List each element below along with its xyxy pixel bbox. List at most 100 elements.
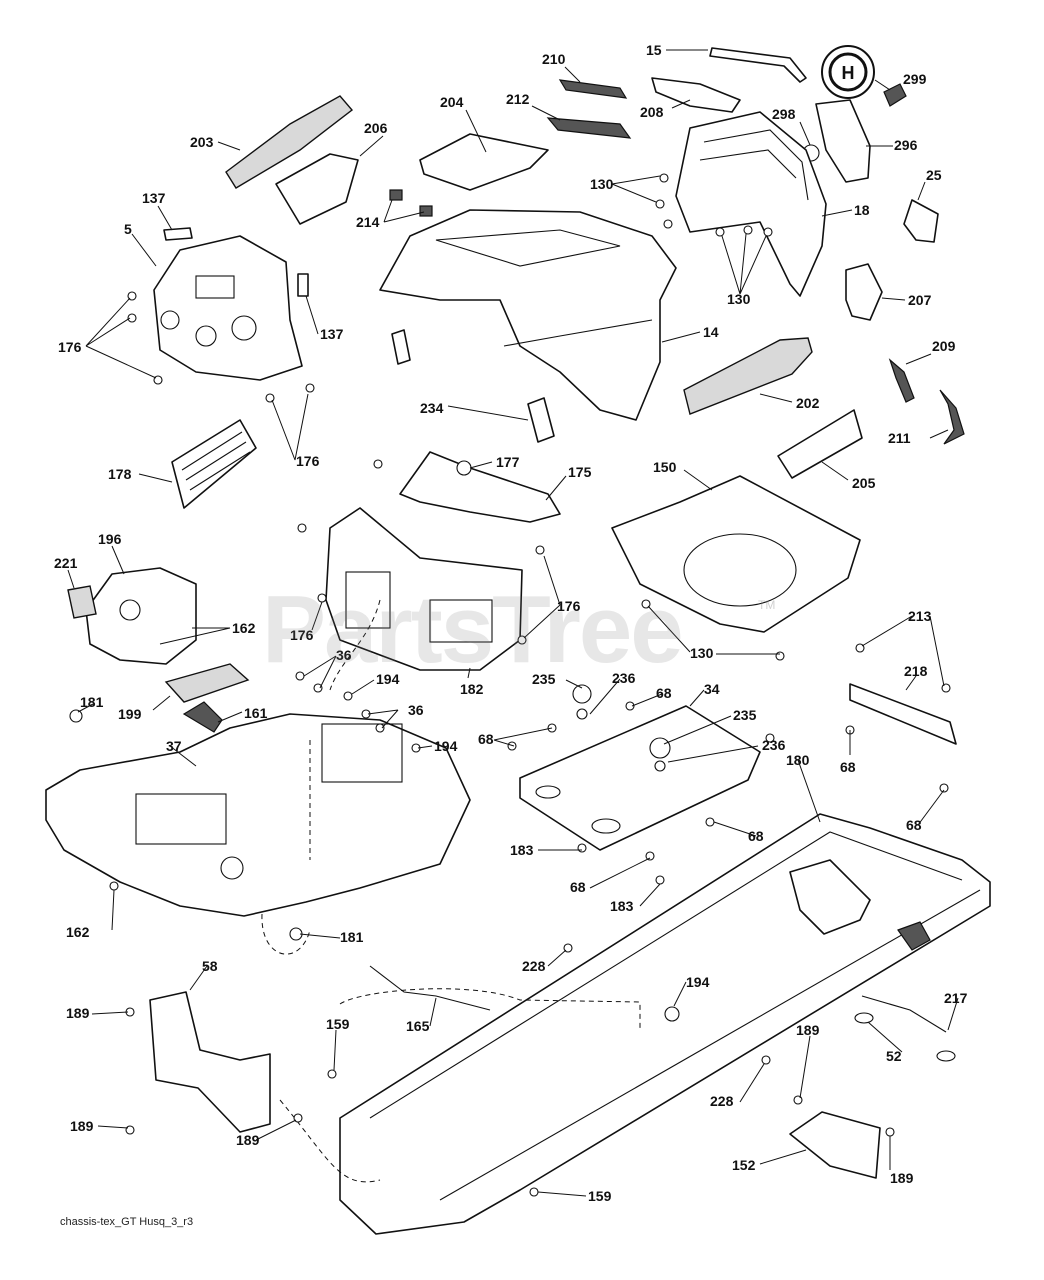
callout-213: 213 — [908, 608, 932, 624]
part-165-rod — [369, 965, 491, 1011]
part-202-grille — [683, 337, 813, 415]
callout-137-right: 137 — [320, 326, 344, 342]
callout-183-left: 183 — [510, 842, 534, 858]
part-52-bushing-b — [936, 1050, 956, 1062]
callout-161: 161 — [244, 705, 268, 721]
part-299-logo: H — [821, 45, 907, 107]
callout-68-bottom: 68 — [570, 879, 586, 895]
callout-235-top: 235 — [532, 671, 556, 687]
part-204-cover — [419, 133, 549, 191]
part-152-shield — [789, 1111, 881, 1179]
callout-206: 206 — [364, 120, 388, 136]
callout-189-right: 189 — [890, 1170, 914, 1186]
callout-234: 234 — [420, 400, 444, 416]
callout-34: 34 — [704, 681, 720, 697]
drawing-code: chassis-tex_GT Husq_3_r3 — [60, 1216, 194, 1228]
callout-25: 25 — [926, 167, 942, 183]
part-203-trim — [225, 95, 354, 189]
part-14-hood — [379, 209, 677, 421]
part-137-switch — [163, 227, 193, 241]
part-218-bracket — [849, 683, 957, 745]
callout-189-bracket: 189 — [236, 1132, 260, 1148]
callout-199: 199 — [118, 706, 142, 722]
callout-177: 177 — [496, 454, 520, 470]
callout-52: 52 — [886, 1048, 902, 1064]
part-177-nut — [456, 460, 472, 476]
callout-214: 214 — [356, 214, 380, 230]
callout-130-top: 130 — [590, 176, 614, 192]
callout-130-low: 130 — [690, 645, 714, 661]
callout-203: 203 — [190, 134, 214, 150]
callout-298: 298 — [772, 106, 796, 122]
callout-189-mid: 189 — [796, 1022, 820, 1038]
callout-68-left: 68 — [478, 731, 494, 747]
part-161-handle — [182, 701, 223, 733]
callout-221: 221 — [54, 555, 78, 571]
callout-189-bottom-left: 189 — [70, 1118, 94, 1134]
part-234-plate-b — [527, 397, 555, 443]
callout-68-far: 68 — [906, 817, 922, 833]
callout-180: 180 — [786, 752, 810, 768]
callout-137-top: 137 — [142, 190, 166, 206]
callout-37: 37 — [166, 738, 182, 754]
callout-159-top: 159 — [326, 1016, 350, 1032]
callout-182: 182 — [460, 681, 484, 697]
part-205-cover — [777, 409, 863, 479]
callout-36-right: 36 — [408, 702, 424, 718]
part-210-grille — [558, 79, 628, 99]
callout-165: 165 — [406, 1018, 430, 1034]
part-37-fender — [45, 713, 471, 917]
callout-150: 150 — [653, 459, 677, 475]
part-178-vent — [171, 419, 257, 509]
callout-159-bottom: 159 — [588, 1188, 612, 1204]
callout-236-top: 236 — [612, 670, 636, 686]
callout-152: 152 — [732, 1157, 756, 1173]
callout-194-frame: 194 — [686, 974, 710, 990]
callout-68-bracket: 68 — [840, 759, 856, 775]
part-182-panel — [325, 507, 523, 671]
part-52-bushing — [854, 1012, 874, 1024]
callout-15: 15 — [646, 42, 662, 58]
callout-208: 208 — [640, 104, 664, 120]
callout-299: 299 — [903, 71, 927, 87]
part-207-light — [845, 263, 883, 321]
callout-209: 209 — [932, 338, 956, 354]
callout-labels: 15 210 299 204 212 208 298 296 203 206 1… — [54, 42, 968, 1204]
callout-68-top: 68 — [656, 685, 672, 701]
part-206-bracket — [275, 153, 359, 225]
callout-183-right: 183 — [610, 898, 634, 914]
logo-letter: H — [842, 63, 855, 83]
callout-228-top: 228 — [522, 958, 546, 974]
part-150-footrest — [611, 475, 861, 633]
callout-175: 175 — [568, 464, 592, 480]
part-34-plate — [519, 705, 761, 851]
part-209-grille — [888, 358, 915, 403]
callout-130-mid: 130 — [727, 291, 751, 307]
part-214-clip-a — [389, 189, 403, 201]
callout-196: 196 — [98, 531, 122, 547]
part-208-headlight — [651, 77, 741, 113]
callout-210: 210 — [542, 51, 566, 67]
part-15-trim — [709, 47, 807, 83]
callout-212: 212 — [506, 91, 530, 107]
callout-181-top: 181 — [80, 694, 104, 710]
callout-228-bottom: 228 — [710, 1093, 734, 1109]
callout-296: 296 — [894, 137, 918, 153]
callout-176-left: 176 — [58, 339, 82, 355]
leader-lines — [67, 49, 959, 1197]
callout-68-plate: 68 — [748, 828, 764, 844]
part-hitch — [897, 921, 931, 951]
part-214-clip-b — [419, 205, 433, 217]
callout-5: 5 — [124, 221, 132, 237]
part-5-dashboard — [153, 235, 303, 381]
callout-18: 18 — [854, 202, 870, 218]
part-25-cover — [903, 199, 939, 243]
callout-235-right: 235 — [733, 707, 757, 723]
callout-205: 205 — [852, 475, 876, 491]
part-296-panel — [815, 99, 871, 183]
part-58-bracket — [149, 991, 271, 1133]
part-199-trim — [164, 663, 250, 703]
callout-176-right: 176 — [557, 598, 581, 614]
callout-202: 202 — [796, 395, 820, 411]
